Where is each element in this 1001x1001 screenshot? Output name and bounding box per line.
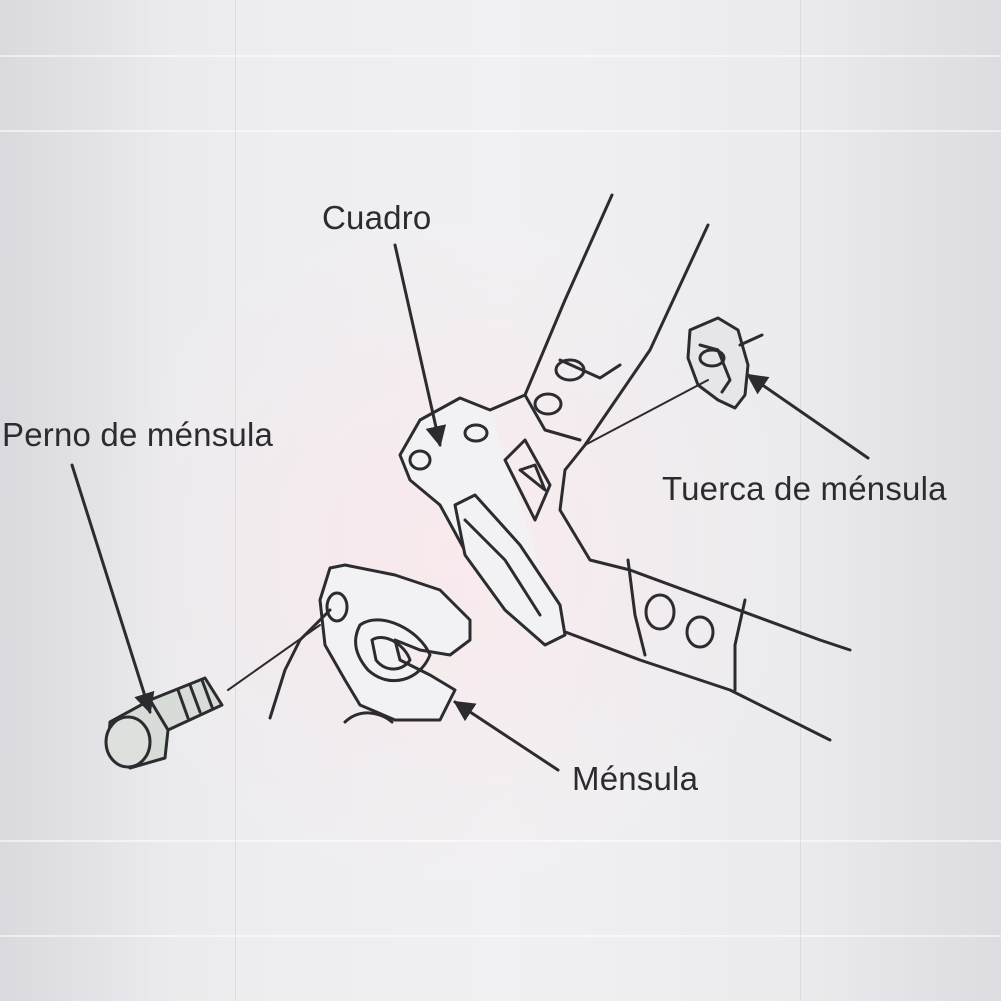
label-perno-de-mensula: Perno de ménsula <box>2 416 274 453</box>
label-mensula: Ménsula <box>572 760 699 797</box>
paper-fold <box>800 0 801 1001</box>
leader-arrow-perno <box>70 463 155 715</box>
leader-arrow-mensula <box>453 700 560 772</box>
paper-band <box>0 840 1001 842</box>
paper-fold <box>235 0 236 1001</box>
bracket-part <box>268 493 567 724</box>
paper-band <box>0 935 1001 937</box>
paper-band <box>0 130 1001 132</box>
label-tuerca-de-mensula: Tuerca de ménsula <box>662 470 947 507</box>
bracket-bolt <box>104 624 321 770</box>
label-cuadro: Cuadro <box>322 199 432 236</box>
frame-rail-lower <box>558 558 852 742</box>
leader-arrow-cuadro <box>393 243 447 448</box>
frame-rail-upper <box>488 193 710 447</box>
bracket-nut <box>584 316 764 446</box>
paper-band <box>0 55 1001 57</box>
leader-arrow-tuerca <box>746 373 870 460</box>
